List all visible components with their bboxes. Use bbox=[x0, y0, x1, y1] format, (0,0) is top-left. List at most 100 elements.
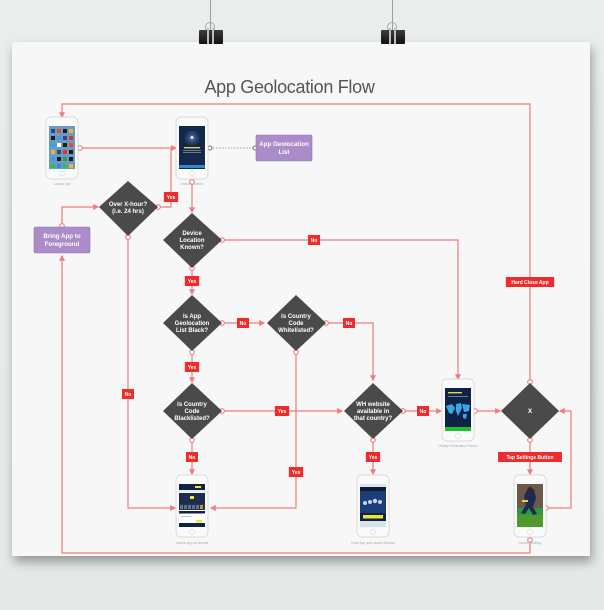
process-label-line: Foreground bbox=[45, 241, 80, 248]
badge-list-black-yes: Yes bbox=[184, 362, 200, 372]
badge-label: No bbox=[311, 238, 318, 244]
hanging-wire-right bbox=[392, 0, 393, 34]
svg-text:Is Country: Is Country bbox=[281, 314, 311, 320]
badge-background bbox=[505, 277, 555, 287]
edge-whitelist-no bbox=[326, 322, 376, 382]
svg-text:that country?: that country? bbox=[354, 416, 393, 422]
badge-label: No bbox=[240, 321, 247, 327]
process-bring-app-to-foreground: Bring App to Foreground bbox=[33, 226, 91, 254]
decision-device-location-known: Device Location Known? bbox=[163, 213, 222, 268]
badge-label: No bbox=[346, 321, 353, 327]
edge-overx-no bbox=[127, 237, 177, 511]
badge-label: Yes bbox=[369, 455, 378, 461]
badge-background bbox=[365, 452, 381, 462]
badge-background bbox=[237, 318, 249, 328]
badge-tap-settings-button: Tap Settings Button bbox=[498, 452, 562, 462]
svg-text:Is Country: Is Country bbox=[177, 402, 207, 408]
process-label-line: List bbox=[278, 149, 289, 156]
svg-text:Code: Code bbox=[289, 321, 305, 327]
badge-label: Yes bbox=[167, 195, 176, 201]
decision-wh-website-available: WH website available in that country? bbox=[344, 383, 403, 439]
badge-over-x-hour-yes: Yes bbox=[163, 192, 179, 202]
binder-clip-right bbox=[381, 22, 405, 44]
badge-label: No bbox=[125, 392, 132, 398]
decision-is-app-geolocation-list-black: Is App Geolocation List Black? bbox=[163, 295, 222, 351]
badge-label: No bbox=[189, 455, 196, 461]
diagram-title: App Geolocation Flow bbox=[204, 77, 375, 97]
decision-is-country-code-blacklisted: Is Country Code Blacklisted? bbox=[163, 383, 222, 439]
badge-background bbox=[343, 318, 355, 328]
badge-device-location-no: No bbox=[308, 235, 320, 245]
svg-text:Known?: Known? bbox=[180, 245, 204, 251]
badge-whitelisted-no: No bbox=[343, 318, 355, 328]
svg-text:List Black?: List Black? bbox=[176, 328, 208, 334]
badge-device-location-yes: Yes bbox=[184, 276, 200, 286]
screen-launch-app: Launch App bbox=[45, 116, 79, 186]
screen-display-geolocation: Display Geolocation Screen bbox=[438, 378, 478, 448]
binder-clip-left bbox=[199, 22, 223, 44]
badge-hard-close-app: Hard Close App bbox=[505, 277, 555, 287]
badge-background bbox=[184, 276, 200, 286]
svg-text:Blacklisted?: Blacklisted? bbox=[174, 416, 210, 422]
badge-blacklisted-no: No bbox=[186, 452, 198, 462]
process-app-geolocation-list: App Geolocation List bbox=[255, 134, 313, 162]
svg-text:Geolocation: Geolocation bbox=[175, 321, 210, 327]
screen-caption: Enable Location bbox=[181, 182, 204, 186]
badge-label: Tap Settings Button bbox=[506, 455, 553, 461]
svg-text:available in: available in bbox=[357, 409, 390, 415]
process-label-line: App Geolocation bbox=[259, 141, 309, 148]
badge-label: Yes bbox=[278, 409, 287, 415]
edge-hard-close-to-launch bbox=[59, 103, 531, 382]
badge-background bbox=[498, 452, 562, 462]
screen-launch-app-to-normal: Launch App as Normal bbox=[175, 474, 209, 545]
svg-text:Location: Location bbox=[180, 238, 205, 244]
badge-over-x-hour-no: No bbox=[122, 389, 134, 399]
screen-caption: Launch Settings bbox=[519, 541, 542, 545]
badge-whitelisted-yes: Yes bbox=[288, 467, 304, 477]
process-label-line: Bring App to bbox=[43, 233, 80, 240]
decision-x: X bbox=[501, 383, 559, 439]
badge-label: Yes bbox=[188, 365, 197, 371]
screen-close-app-launch-browser: Close App and Launch Browser bbox=[351, 474, 397, 545]
badge-label: No bbox=[420, 409, 427, 415]
badge-label: Yes bbox=[188, 279, 197, 285]
badge-background bbox=[274, 406, 290, 416]
badge-label: Hard Close App bbox=[511, 280, 548, 286]
svg-text:(i.e. 24 hrs): (i.e. 24 hrs) bbox=[112, 209, 144, 215]
screen-caption: Launch App as Normal bbox=[176, 541, 209, 545]
badge-background bbox=[163, 192, 179, 202]
badge-background bbox=[308, 235, 320, 245]
edge-device-no bbox=[222, 239, 461, 381]
svg-text:Whitelisted?: Whitelisted? bbox=[278, 328, 314, 334]
edge-whitelist-yes bbox=[209, 352, 297, 511]
hanging-wire-left bbox=[210, 0, 211, 34]
svg-text:Code: Code bbox=[185, 409, 201, 415]
edge-settings-to-x bbox=[546, 408, 572, 509]
badge-background bbox=[184, 362, 200, 372]
badge-list-black-no: No bbox=[237, 318, 249, 328]
decision-over-x-hour: Over X-hour? (i.e. 24 hrs) bbox=[99, 181, 158, 236]
svg-text:Over X-hour?: Over X-hour? bbox=[109, 202, 148, 208]
svg-text:X: X bbox=[528, 408, 533, 415]
edge-foreground-to-overx bbox=[61, 204, 100, 226]
badge-wh-website-no: No bbox=[417, 406, 429, 416]
badge-background bbox=[288, 467, 304, 477]
svg-text:Device: Device bbox=[182, 231, 202, 237]
badge-blacklisted-yes: Yes bbox=[274, 406, 290, 416]
screen-enable-location: Enable Location bbox=[175, 116, 209, 186]
screen-caption: Launch App bbox=[54, 182, 71, 186]
svg-text:WH website: WH website bbox=[356, 402, 390, 408]
badge-background bbox=[186, 452, 198, 462]
badge-background bbox=[417, 406, 429, 416]
screen-launch-settings: Launch Settings bbox=[513, 474, 547, 545]
screen-caption: Close App and Launch Browser bbox=[351, 541, 397, 545]
decision-is-country-code-whitelisted: Is Country Code Whitelisted? bbox=[267, 295, 326, 351]
badge-background bbox=[122, 389, 134, 399]
badge-label: Yes bbox=[292, 470, 301, 476]
svg-text:Is App: Is App bbox=[183, 314, 201, 320]
screen-caption: Display Geolocation Screen bbox=[438, 444, 478, 448]
edge-overx-yes bbox=[158, 148, 172, 208]
badge-wh-website-yes: Yes bbox=[365, 452, 381, 462]
edge-settings-to-foreground bbox=[59, 254, 531, 554]
